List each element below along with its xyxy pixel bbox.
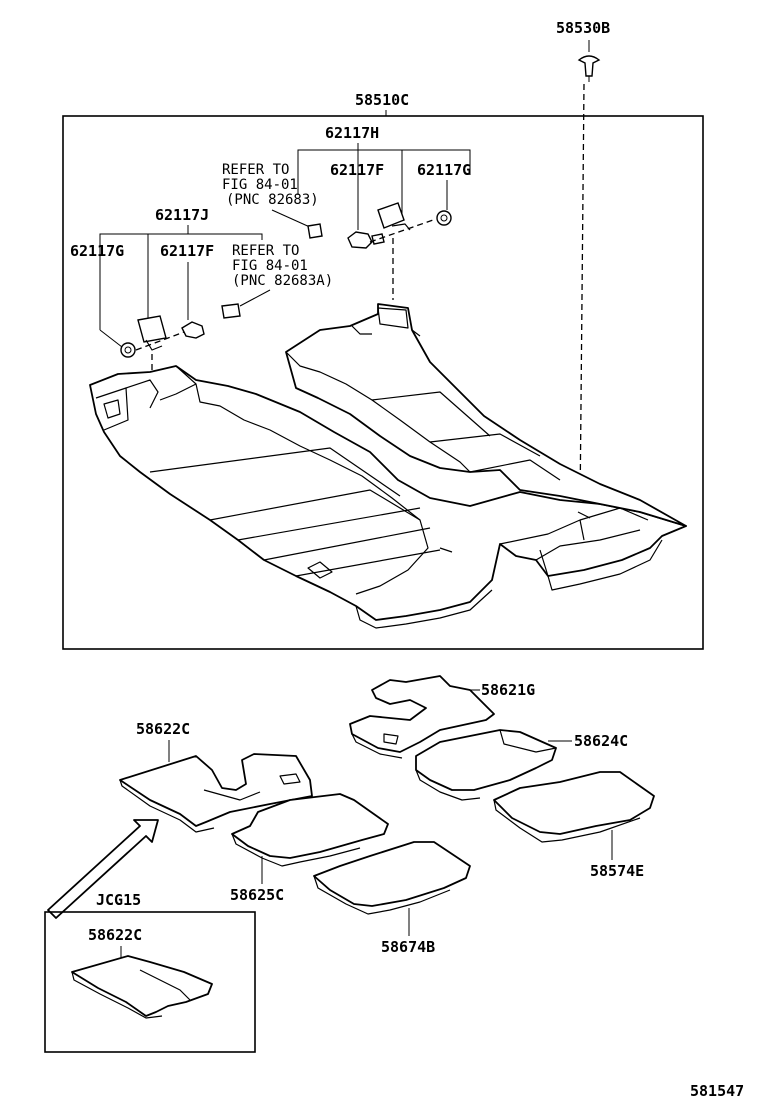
label-58624C[interactable]: 58624C: [574, 732, 628, 750]
label-JCG15[interactable]: JCG15: [96, 891, 141, 909]
diagram-id: 581547: [690, 1082, 744, 1100]
ref2-pad-icon: [221, 303, 241, 319]
label-62117F-rear[interactable]: 62117F: [160, 242, 214, 260]
ref2-line1: REFER TO: [232, 243, 299, 259]
variant-box: [44, 911, 256, 1053]
label-62117F-front[interactable]: 62117F: [330, 161, 384, 179]
ref1-pad-icon: [307, 223, 323, 239]
ref2-line2: FIG 84-01: [232, 258, 308, 274]
label-58621G[interactable]: 58621G: [481, 681, 535, 699]
mat-58622C-variant-shape[interactable]: [71, 955, 213, 1019]
clip-bracket-rear-icon[interactable]: [137, 315, 167, 351]
label-58574E[interactable]: 58574E: [590, 862, 644, 880]
label-58530B[interactable]: 58530B: [556, 19, 610, 37]
mat-58625C-shape[interactable]: [231, 793, 389, 867]
label-58622C-variant[interactable]: 58622C: [88, 926, 142, 944]
label-62117J[interactable]: 62117J: [155, 206, 209, 224]
ref2-leader: [239, 289, 271, 307]
leader-58530B-dashed: [579, 83, 585, 511]
bracket-62117J: [99, 233, 263, 330]
mat-58622C-shape[interactable]: [119, 753, 313, 833]
mat-58621G-shape[interactable]: [349, 675, 495, 759]
clip-62117G-rear-icon[interactable]: [120, 342, 136, 358]
label-58622C[interactable]: 58622C: [136, 720, 190, 738]
label-58674B[interactable]: 58674B: [381, 938, 435, 956]
mat-58574E-shape[interactable]: [493, 771, 655, 843]
clip-62117F-front-icon[interactable]: [347, 231, 385, 249]
variant-arrow-icon: [47, 819, 159, 919]
clip-58530B-icon[interactable]: [577, 55, 601, 82]
clip-62117F-rear-icon[interactable]: [181, 321, 205, 339]
ref2-line3: (PNC 82683A): [232, 273, 333, 289]
label-62117H[interactable]: 62117H: [325, 124, 379, 142]
carpet-assembly-frame: [62, 115, 704, 650]
leader-62117G-rear: [99, 329, 123, 348]
ref1-line1: REFER TO: [222, 162, 289, 178]
ref1-leader: [271, 209, 313, 229]
label-62117G-front[interactable]: 62117G: [417, 161, 471, 179]
ref1-line3: (PNC 82683): [226, 192, 319, 208]
clip-dash-front: [369, 218, 437, 243]
label-58510C[interactable]: 58510C: [355, 91, 409, 109]
mat-58674B-shape[interactable]: [313, 841, 471, 915]
mat-58624C-shape[interactable]: [415, 729, 557, 801]
clip-62117G-front-icon[interactable]: [436, 210, 452, 226]
clip-dash-rear: [135, 331, 185, 351]
label-62117G-rear[interactable]: 62117G: [70, 242, 124, 260]
label-58625C[interactable]: 58625C: [230, 886, 284, 904]
ref1-line2: FIG 84-01: [222, 177, 298, 193]
bracket-62117H: [297, 149, 471, 195]
floor-carpet-illustration[interactable]: [89, 303, 687, 629]
clip-bracket-front-icon[interactable]: [377, 202, 411, 231]
